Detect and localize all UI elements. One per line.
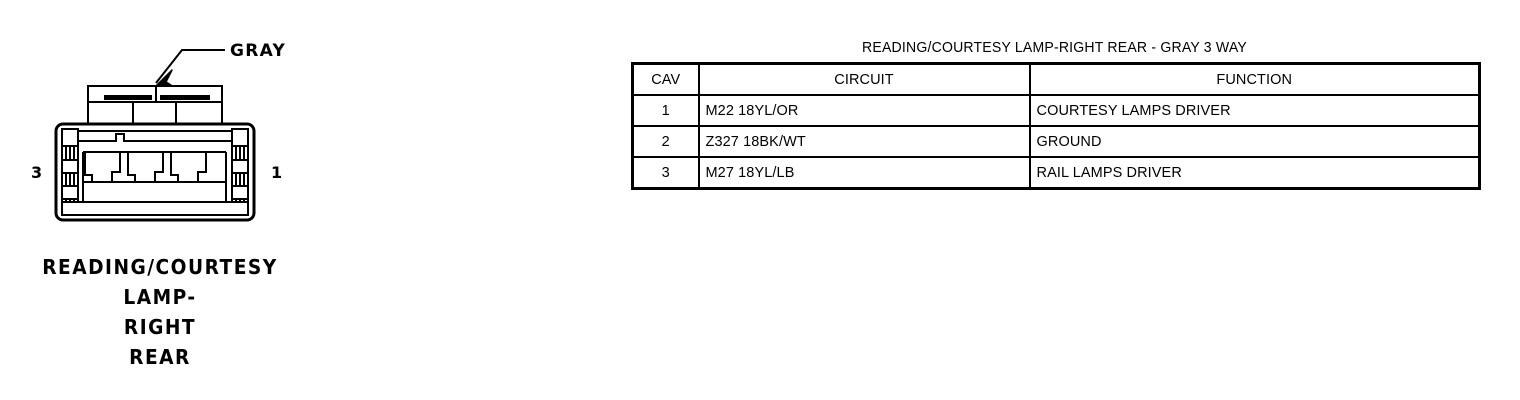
column-header-function: FUNCTION: [1028, 62, 1481, 96]
cell-function: RAIL LAMPS DRIVER: [1028, 156, 1481, 190]
gray-wire-label: GRAY: [230, 41, 287, 61]
cell-function: GROUND: [1028, 125, 1481, 158]
caption-line-1: READING/COURTESY: [42, 255, 278, 279]
table-row: 2 Z327 18BK/WT GROUND: [631, 125, 1481, 158]
connector-bottom-skirt: [61, 201, 249, 216]
table-row: 1 M22 18YL/OR COURTESY LAMPS DRIVER: [631, 94, 1481, 127]
connector-face-plate: [82, 181, 227, 203]
connector-drawing: [54, 49, 256, 222]
connector-body: [54, 122, 256, 222]
connector-caption: READING/COURTESY LAMP- RIGHT REAR: [11, 252, 309, 372]
caption-line-2: LAMP-: [123, 285, 197, 309]
pin-number-left: 3: [31, 163, 43, 182]
caption-line-4: REAR: [129, 345, 191, 369]
cell-circuit: M27 18YL/LB: [697, 156, 1031, 190]
column-header-cav: CAV: [631, 62, 700, 96]
pinout-table-panel: READING/COURTESY LAMP-RIGHT REAR - GRAY …: [631, 40, 1481, 190]
caption-line-3: RIGHT: [123, 315, 197, 339]
cell-cav: 2: [631, 125, 700, 158]
table-row: 3 M27 18YL/LB RAIL LAMPS DRIVER: [631, 156, 1481, 190]
connector-illustration-panel: GRAY 3 1 READING/COURTESY LAMP- RIGHT RE…: [0, 0, 320, 400]
pin-number-right: 1: [271, 163, 283, 182]
cell-function: COURTESY LAMPS DRIVER: [1028, 94, 1481, 127]
pinout-table-title: READING/COURTESY LAMP-RIGHT REAR - GRAY …: [862, 40, 1247, 56]
cell-cav: 3: [631, 156, 700, 190]
pinout-table: CAV CIRCUIT FUNCTION 1 M22 18YL/OR COURT…: [631, 62, 1481, 190]
gray-callout-leader: [151, 49, 225, 91]
table-header-row: CAV CIRCUIT FUNCTION: [631, 62, 1481, 96]
connector-latch-assembly: [87, 85, 223, 125]
cell-circuit: M22 18YL/OR: [697, 94, 1031, 127]
cell-circuit: Z327 18BK/WT: [697, 125, 1031, 158]
column-header-circuit: CIRCUIT: [697, 62, 1031, 96]
cell-cav: 1: [631, 94, 700, 127]
